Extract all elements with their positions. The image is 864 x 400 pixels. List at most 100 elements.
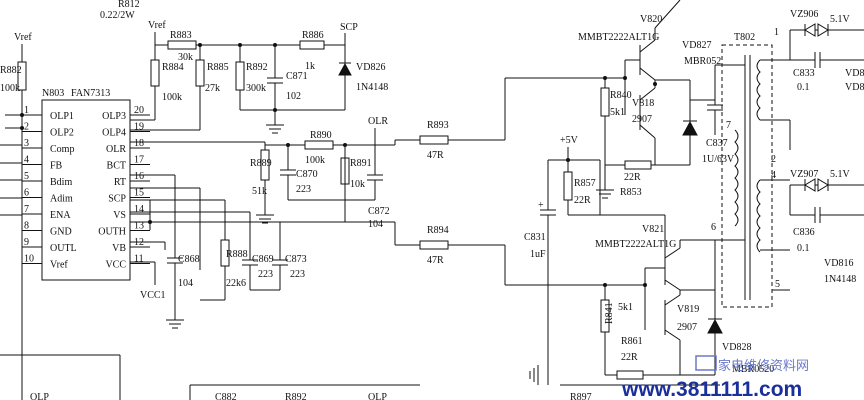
vd828-ref: VD828 [722,342,751,353]
vref-left-label: Vref [14,32,32,43]
c873-ref: C873 [285,254,307,265]
ic-pin-number: 1 [24,105,29,116]
ic-pin-name: VS [113,210,126,221]
t802-pin-2: 2 [771,154,776,165]
vd826-value: 1N4148 [356,82,388,93]
vcc1-label: VCC1 [140,290,166,301]
r890-ref: R890 [310,130,332,141]
r892-ref: R892 [246,62,268,73]
vd827-value: MBR052 [684,56,721,67]
r884-ref: R884 [162,62,184,73]
watermark: 家电维修资料网 www.3811111.com [621,355,809,400]
r841-value: 5k1 [618,302,633,313]
ic-pin-number: 3 [24,138,29,149]
ic-pin-name: FB [50,161,63,172]
r812-partial: R812 0.22/2W [100,0,140,21]
r883-resistor [167,40,197,50]
ic-pin-name: OLP3 [102,111,126,122]
ic-pin-number: 16 [134,171,144,182]
r882-group: Vref R882 100k [0,32,32,355]
c836-value: 0.1 [797,243,810,254]
scp-network: R892 300k C871 102 R886 1k SCP VD826 1N4… [235,22,388,134]
c833-ref: C833 [793,68,815,79]
vd827-ref: VD827 [682,40,711,51]
ic-pin-number: 2 [24,122,29,133]
ic-pin-name: Bdim [50,177,72,188]
r885-resistor [195,59,205,87]
v821-ref: V821 [642,224,664,235]
vz906-value: 5.1V [830,14,851,25]
ic-pin-name: GND [50,227,72,238]
ic-pin-number: 9 [24,237,29,248]
ic-pin-number: 17 [134,155,144,166]
r882-value: 100k [0,83,20,94]
ic-pins: 1OLP12OLP23Comp4FB5Bdim6Adim7ENA8GND9OUT… [22,105,150,271]
r840-value: 5k1 [610,107,625,118]
r894-resistor [419,240,449,250]
ic-pin-number: 20 [134,105,144,116]
c836-ref: C836 [793,227,815,238]
upper-driver: V820 MMBT2222ALT1G R840 5k1 V818 2907 22… [578,0,745,199]
ic-pin-name: OLR [106,144,126,155]
r889-value: 51k [252,186,267,197]
watermark-cn: 家电维修资料网 [718,358,809,374]
r891-value: 10k [350,179,365,190]
vz907-value: 5.1V [830,169,851,180]
olr-label: OLR [368,116,388,127]
r884-resistor [150,59,160,87]
r886-value: 1k [305,61,315,72]
t802-pin-1: 1 [774,27,779,38]
ic-pin-name: RT [114,177,126,188]
c868-ref: C868 [178,254,200,265]
r883-ref: R883 [170,30,192,41]
supply-network: +5V + C831 1uF R857 22R [524,135,665,385]
ic-pin-name: OLP4 [102,128,126,139]
ic-pin-name: Vref [50,260,68,271]
ic-pin-number: 15 [134,188,144,199]
ic-pin-number: 4 [24,155,29,166]
r841-ref: R841 [604,302,615,324]
bottom-olp-a: OLP [30,392,49,400]
r853-resistor [624,160,652,170]
r894-value: 47R [427,255,444,266]
r853-value: 22R [624,172,641,183]
r888-ref: R888 [226,249,248,260]
r888-value: 22k6 [226,278,246,289]
c871-value: 102 [286,91,301,102]
r857-value: 22R [574,195,591,206]
r812-ref: R812 [118,0,140,10]
bottom-r892: R892 [285,392,307,400]
r893-ref: R893 [427,120,449,131]
c831-value: 1uF [530,249,546,260]
vref-top-label: Vref [148,20,166,31]
c871-ref: C871 [286,71,308,82]
c870-ref: C870 [296,169,318,180]
ic-pin-name: OLP2 [50,128,74,139]
ic-pin-name: SCP [108,194,126,205]
ic-body [41,99,131,281]
r885-value: 27k [205,83,220,94]
c869-ref: C869 [252,254,274,265]
c869-value: 223 [258,269,273,280]
plus5v-label: +5V [560,135,579,146]
ic-pin-number: 13 [134,221,144,232]
vz906-ref: VZ906 [790,9,818,20]
c872-value: 104 [368,219,383,230]
ic-pin-name: ENA [50,210,71,221]
ic-pin-number: 8 [24,221,29,232]
ic-pin-number: 6 [24,188,29,199]
ic-pin-number: 7 [24,204,29,215]
vz906-diode [804,23,816,37]
vz907-diode [804,178,816,192]
v820-ref: V820 [640,14,662,25]
vd816-ref: VD816 [824,258,853,269]
ic-pin-name: Comp [50,144,74,155]
vd816-value: 1N4148 [824,274,856,285]
r893-value: 47R [427,150,444,161]
gate-drive-lines: R893 47R R894 47R [344,77,605,286]
ic-pin-name: VCC [105,260,126,271]
vz907-ref: VZ907 [790,169,818,180]
ic-pin-name: OLP1 [50,111,74,122]
ic-pin-number: 19 [134,122,144,133]
lower-driver: V821 MMBT2222ALT1G R841 5k1 R861 22R V81… [595,215,774,380]
